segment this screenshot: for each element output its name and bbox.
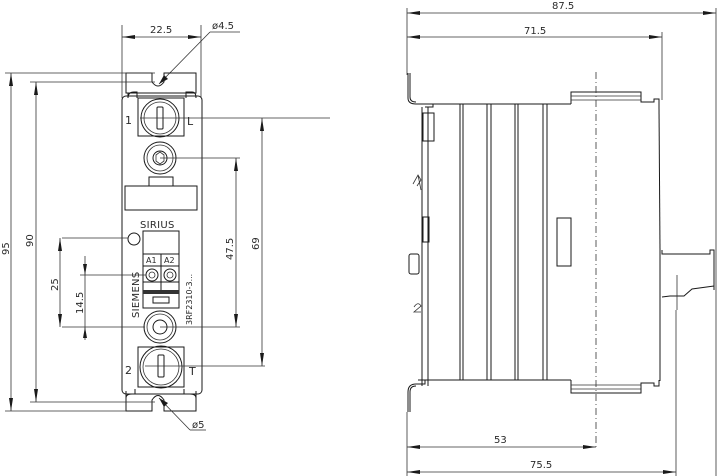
din-rail-knob[interactable] (408, 253, 420, 275)
part-number-label: 3RF2310-3... (185, 274, 194, 325)
dim-label-22-5: 22.5 (150, 25, 172, 36)
dim-depth-53: 53 (406, 412, 596, 476)
dim-label-75-5: 75.5 (530, 460, 552, 471)
screw-a1-icon (145, 268, 159, 282)
dim-label-hole-bottom: ø5 (192, 420, 204, 431)
dim-hole-bottom: ø5 (158, 397, 206, 431)
front-view: 22.5 ø4.5 1 L (1, 21, 330, 431)
screw-a2-icon (163, 268, 177, 282)
dim-47-5: 47.5 (225, 158, 238, 327)
mounting-screw-top (143, 141, 240, 175)
dim-depth-71-5: 71.5 (407, 26, 663, 100)
terminal-label-1: 1 (125, 114, 132, 127)
terminal-label-L: L (187, 115, 194, 128)
dim-14-5: 14.5 (75, 256, 87, 340)
dim-label-14-5: 14.5 (75, 292, 86, 314)
torx-icon (155, 151, 165, 165)
dim-label-53: 53 (494, 435, 507, 446)
control-label-a2: A2 (164, 256, 175, 265)
dim-label-69: 69 (251, 237, 262, 250)
clip-hook-icon (412, 303, 422, 313)
control-terminal-block[interactable] (142, 230, 180, 309)
dim-25: 25 (50, 238, 62, 327)
terminal-label-T: T (188, 365, 196, 378)
dim-69: 69 (251, 118, 264, 366)
brand-series-label: SIRIUS (140, 220, 175, 231)
dim-label-25: 25 (50, 278, 61, 291)
din-latch-top (422, 112, 435, 142)
dim-height-90: 90 (25, 81, 155, 403)
dim-depth-87-5: 87.5 (406, 1, 717, 476)
dim-height-95: 95 (1, 72, 155, 412)
control-label-a1: A1 (146, 256, 157, 265)
dim-label-95: 95 (1, 242, 12, 255)
dim-label-71-5: 71.5 (524, 26, 546, 37)
manufacturer-label: SIEMENS (131, 272, 142, 319)
power-terminal-bottom[interactable] (137, 345, 265, 389)
terminal-label-2: 2 (125, 364, 132, 377)
side-view: 87.5 71.5 (406, 1, 717, 476)
dim-label-90: 90 (25, 234, 36, 247)
dim-label-47-5: 47.5 (225, 238, 236, 260)
dim-label-hole-top: ø4.5 (212, 21, 234, 32)
dim-label-87-5: 87.5 (552, 1, 574, 12)
dim-depth-75-5: 75.5 (407, 310, 677, 476)
status-led-icon (127, 232, 141, 246)
power-terminal-top[interactable] (137, 97, 330, 138)
clip-spring-icon (412, 174, 422, 191)
dim-width-22-5: 22.5 (121, 25, 202, 98)
